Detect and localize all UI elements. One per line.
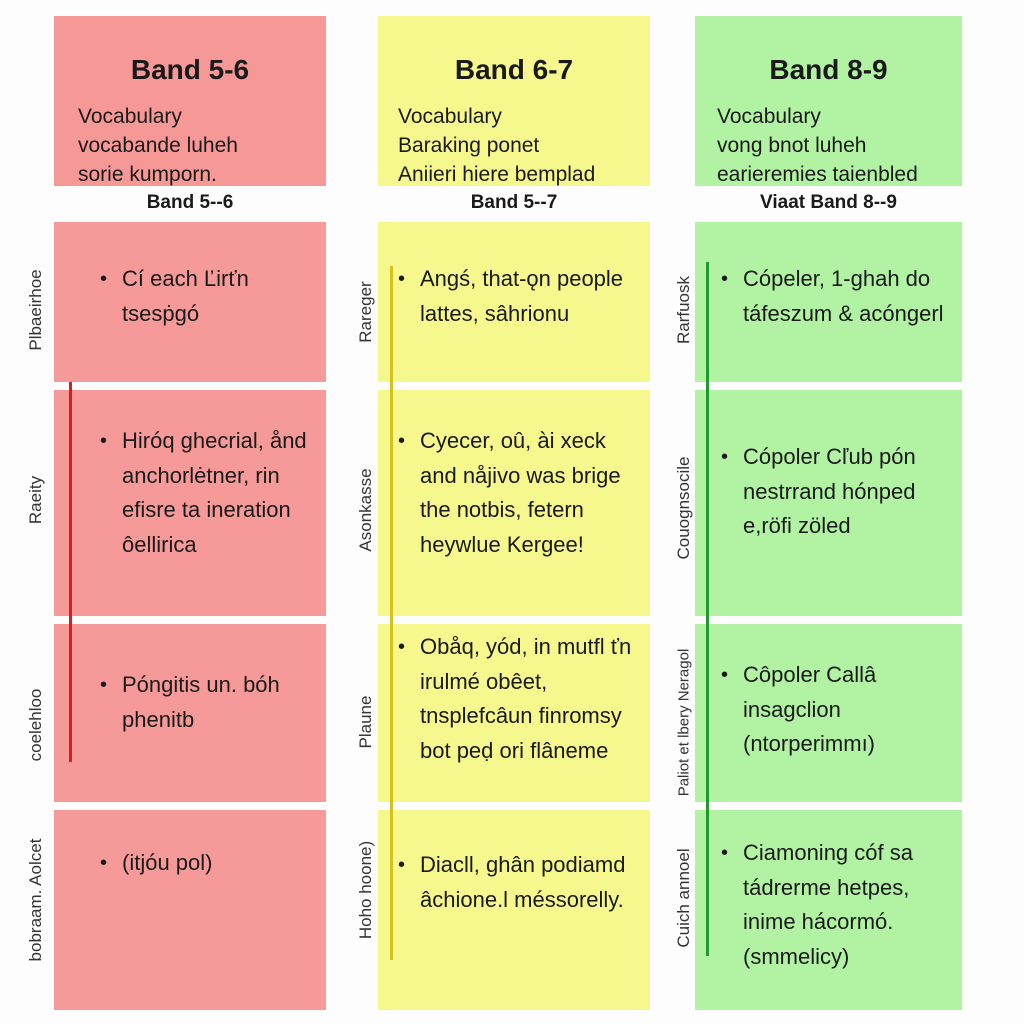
row-3: Côpoler Callâ insagclion (ntorperimmı) [695, 624, 962, 802]
bullet-text: Obåq, yód, in mutfl ťn irulmé obêet, tns… [398, 630, 640, 768]
column-header: Band 8-9 Vocabulary vong bnot luheh eari… [695, 16, 962, 186]
row-2: Cópoler Cľub pón nestrrand hónped e,röfi… [695, 390, 962, 616]
bullet-text: (itjóu pol) [100, 846, 316, 881]
column-title: Band 5-6 [130, 54, 250, 85]
description-line: sorie kumporn. [78, 163, 217, 186]
bullet-text: Côpoler Callâ insagclion (ntorperimmı) [721, 658, 952, 762]
column-header: Band 6-7 Vocabulary Baraking ponet Aniie… [378, 16, 650, 186]
side-label: coelehloo [26, 688, 45, 762]
row-1: Cópeler, 1-ghah do táfeszum & acóngerl [695, 222, 962, 382]
description-line: vong bnot luheh [717, 134, 867, 157]
column-subheader: Viaat Band 8--9 [760, 192, 897, 213]
row-1: Cí each Ľirťn tsesṗgó [54, 222, 326, 382]
side-label: Cuich annoel [674, 848, 693, 948]
row-4: Ciamoning cóf sa tádrerme hetpes, inime … [695, 810, 962, 1010]
column-title: Band 8-9 [769, 54, 888, 85]
bullet-text: Hiróq ghecrial, ånd anchorlėtner, rin ef… [100, 424, 316, 562]
side-label: Asonkasse [356, 468, 375, 552]
bullet-text: Cópoler Cľub pón nestrrand hónped e,röfi… [721, 440, 952, 544]
column-description: Vocabulary vocabande luheh sorie kumporn… [78, 102, 316, 189]
row-2: Cyecer, oû, ài xeck and nåjivo was brige… [378, 390, 650, 616]
side-label: Hoho hoone) [356, 840, 375, 940]
description-line: Aniieri hiere bemplad [398, 163, 596, 186]
bullet-text: Angś, that-ǫn people lattes, sâhrionu [398, 262, 640, 331]
row-2: Hiróq ghecrial, ånd anchorlėtner, rin ef… [54, 390, 326, 616]
side-label: Rareger [356, 281, 375, 343]
column-description: Vocabulary vong bnot luheh earieremies t… [717, 102, 958, 189]
band-6-7-column: Band 6-7 Vocabulary Baraking ponet Aniie… [378, 0, 650, 1024]
column-title: Band 6-7 [454, 54, 574, 85]
side-label: Paliot et lbery Neragol [675, 648, 693, 797]
bullet-text: Diacll, ghân podiamd âchione.l méssorell… [398, 848, 640, 917]
bullet-text: Cí each Ľirťn tsesṗgó [100, 262, 316, 331]
row-4: Diacll, ghân podiamd âchione.l méssorell… [378, 810, 650, 1010]
red-vertical-line [69, 382, 72, 762]
bullet-text: Cyecer, oû, ài xeck and nåjivo was brige… [398, 424, 640, 562]
description-line: Vocabulary [78, 105, 182, 128]
side-label: Rarfuosk [674, 275, 693, 345]
green-vertical-line [706, 262, 709, 956]
side-label: bobraam. Aolcet [26, 838, 45, 962]
row-1: Angś, that-ǫn people lattes, sâhrionu [378, 222, 650, 382]
side-label: Plaune [356, 695, 375, 749]
side-label: Couognsocile [674, 456, 693, 560]
side-label: Raeity [26, 475, 45, 525]
column-header: Band 5-6 Vocabulary vocabande luheh sori… [54, 16, 326, 186]
row-3: Póngitis un. bóh phenitb [54, 624, 326, 802]
bullet-text: Ciamoning cóf sa tádrerme hetpes, inime … [721, 836, 952, 974]
yellow-vertical-line [390, 266, 393, 960]
description-line: Vocabulary [398, 105, 502, 128]
row-4: (itjóu pol) [54, 810, 326, 1010]
side-label: Plbaeirhoe [26, 269, 45, 351]
bullet-text: Cópeler, 1-ghah do táfeszum & acóngerl [721, 262, 952, 331]
column-subheader: Band 5--7 [470, 192, 558, 213]
description-line: earieremies taienbled [717, 163, 918, 186]
band-5-6-column: Band 5-6 Vocabulary vocabande luheh sori… [54, 0, 326, 1024]
description-line: vocabande luheh [78, 134, 238, 157]
band-8-9-column: Band 8-9 Vocabulary vong bnot luheh eari… [695, 0, 962, 1024]
row-3: Obåq, yód, in mutfl ťn irulmé obêet, tns… [378, 624, 650, 802]
column-subheader: Band 5--6 [146, 192, 234, 213]
column-description: Vocabulary Baraking ponet Aniieri hiere … [398, 102, 640, 189]
description-line: Baraking ponet [398, 134, 540, 157]
description-line: Vocabulary [717, 105, 821, 128]
bullet-text: Póngitis un. bóh phenitb [100, 668, 316, 737]
